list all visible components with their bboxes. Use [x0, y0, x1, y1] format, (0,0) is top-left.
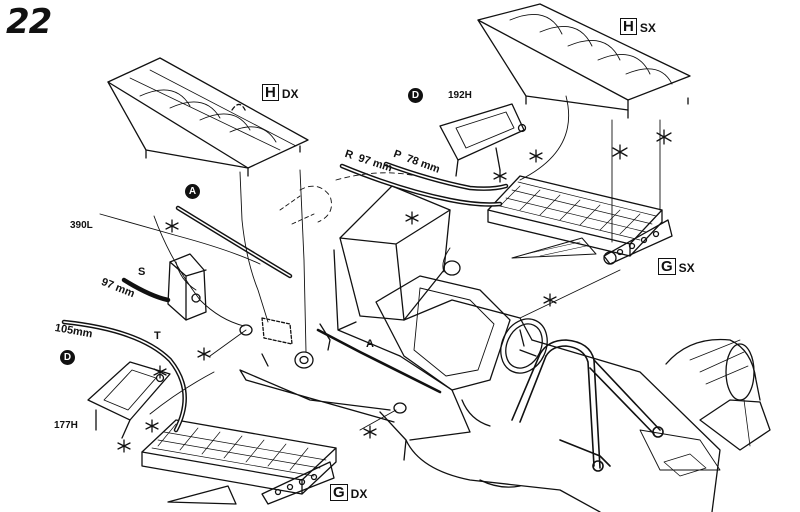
hose-t-label: T	[154, 330, 161, 342]
callout-a-top: A	[185, 184, 200, 199]
wing-left	[107, 57, 309, 177]
roll-bar	[511, 339, 664, 472]
label-h-sx-letter: H	[620, 18, 637, 35]
label-g-dx-side: DX	[350, 487, 368, 501]
wing-right	[477, 3, 691, 119]
radiator-left	[141, 419, 337, 505]
label-g-sx: G SX	[658, 258, 695, 275]
label-h-sx: H SX	[620, 18, 656, 35]
dim-177h: 177H	[54, 420, 78, 431]
rear-assembly	[665, 338, 771, 451]
step-number: 22	[6, 2, 52, 42]
label-g-dx-letter: G	[330, 484, 348, 501]
label-h-dx-side: DX	[281, 87, 299, 101]
leader-lines	[99, 95, 661, 431]
radiator-right	[487, 175, 673, 265]
car-body	[239, 185, 721, 512]
label-g-dx: G DX	[330, 484, 367, 501]
asterisk-marks	[117, 129, 672, 453]
bracket-top	[439, 103, 527, 177]
steering-wheel	[500, 318, 548, 374]
callout-d-left: D	[60, 350, 75, 365]
intake-parts	[167, 251, 617, 414]
label-h-sx-side: SX	[639, 21, 656, 35]
label-h-dx: H DX	[262, 84, 299, 101]
callout-a-line: A	[366, 338, 374, 350]
hose-s-label: S	[138, 266, 146, 278]
bracket-left	[87, 361, 171, 439]
dim-390l: 390L	[70, 220, 93, 231]
cable-a	[316, 328, 442, 394]
label-h-dx-letter: H	[262, 84, 279, 101]
callout-d-top: D	[408, 88, 423, 103]
label-g-sx-side: SX	[678, 261, 695, 275]
dim-192h: 192H	[448, 90, 472, 101]
label-g-sx-letter: G	[658, 258, 676, 275]
